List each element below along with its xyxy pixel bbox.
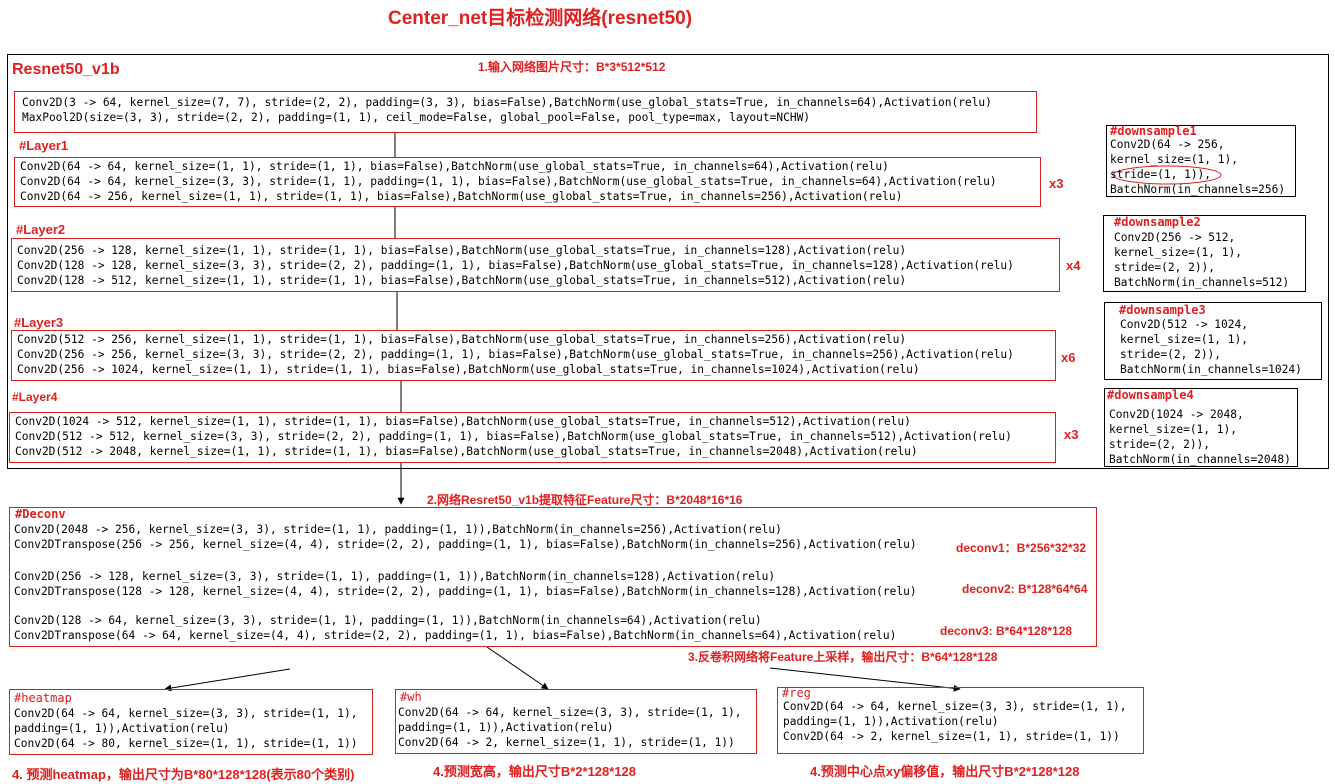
deconv3-line-2: Conv2DTranspose(64 -> 64, kernel_size=(4… xyxy=(14,629,897,642)
downsample2-line-4: BatchNorm(in_channels=512) xyxy=(1114,276,1290,289)
deconv3-note: deconv3: B*64*128*128 xyxy=(940,624,1073,638)
layer3-line-1: Conv2D(512 -> 256, kernel_size=(1, 1), s… xyxy=(17,333,907,346)
layer4-line-3: Conv2D(512 -> 2048, kernel_size=(1, 1), … xyxy=(15,445,918,458)
downsample4-line-1: Conv2D(1024 -> 2048, xyxy=(1109,408,1244,421)
wh-block xyxy=(395,689,757,754)
reg-label: #reg xyxy=(782,686,811,700)
deconv1-note: deconv1：B*256*32*32 xyxy=(956,541,1087,555)
downsample2-line-2: kernel_size=(1, 1), xyxy=(1114,246,1242,259)
deconv-block xyxy=(9,507,1097,647)
deconv2-line-1: Conv2D(256 -> 128, kernel_size=(3, 3), s… xyxy=(14,570,776,583)
layer1-label: #Layer1 xyxy=(19,138,69,153)
layer3-block xyxy=(11,330,1056,381)
wh-label: #wh xyxy=(400,690,422,704)
heatmap-line-3: Conv2D(64 -> 80, kernel_size=(1, 1), str… xyxy=(14,737,358,750)
reg-note: 4.预测中心点xy偏移值，输出尺寸B*2*128*128 xyxy=(810,764,1080,779)
heatmap-line-2: padding=(1, 1)),Activation(relu) xyxy=(14,722,230,735)
layer4-line-1: Conv2D(1024 -> 512, kernel_size=(1, 1), … xyxy=(15,415,911,428)
reg-line-1: Conv2D(64 -> 64, kernel_size=(3, 3), str… xyxy=(783,700,1127,713)
deconv3-line-1: Conv2D(128 -> 64, kernel_size=(3, 3), st… xyxy=(14,614,762,627)
heatmap-block xyxy=(9,689,373,755)
stem-line-2: MaxPool2D(size=(3, 3), stride=(2, 2), pa… xyxy=(22,111,811,124)
downsample2-block xyxy=(1103,215,1306,292)
downsample4-line-3: stride=(2, 2)), xyxy=(1109,438,1211,451)
downsample3-label: #downsample3 xyxy=(1119,303,1206,317)
heatmap-label: #heatmap xyxy=(14,691,72,705)
layer2-line-2: Conv2D(128 -> 128, kernel_size=(3, 3), s… xyxy=(17,259,1014,272)
arrow-to-wh xyxy=(486,646,549,690)
feature-note: 2.网络Resret50_v1b提取特征Feature尺寸：B*2048*16*… xyxy=(427,493,743,507)
downsample1-block xyxy=(1106,125,1296,197)
downsample2-label: #downsample2 xyxy=(1114,215,1201,229)
backbone-name: Resnet50_v1b xyxy=(12,61,120,78)
layer4-line-2: Conv2D(512 -> 512, kernel_size=(3, 3), s… xyxy=(15,430,1012,443)
layer3-line-3: Conv2D(256 -> 1024, kernel_size=(1, 1), … xyxy=(17,363,920,376)
downsample1-line-2: kernel_size=(1, 1), xyxy=(1110,153,1238,166)
wh-line-3: Conv2D(64 -> 2, kernel_size=(1, 1), stri… xyxy=(398,736,735,749)
deconv-label: #Deconv xyxy=(15,507,66,521)
deconv2-note: deconv2: B*128*64*64 xyxy=(962,582,1088,596)
layer1-block xyxy=(14,157,1041,207)
downsample2-line-3: stride=(2, 2)), xyxy=(1114,261,1216,274)
highlight-ellipse xyxy=(1112,165,1222,185)
layer1-repeat: x3 xyxy=(1049,176,1064,191)
layer2-line-3: Conv2D(128 -> 512, kernel_size=(1, 1), s… xyxy=(17,274,907,287)
layer3-line-2: Conv2D(256 -> 256, kernel_size=(3, 3), s… xyxy=(17,348,1014,361)
downsample3-line-1: Conv2D(512 -> 1024, xyxy=(1120,318,1248,331)
wh-line-1: Conv2D(64 -> 64, kernel_size=(3, 3), str… xyxy=(398,706,742,719)
downsample3-line-4: BatchNorm(in_channels=1024) xyxy=(1120,363,1302,376)
arrow-to-reg xyxy=(769,667,961,692)
layer2-label: #Layer2 xyxy=(16,222,66,237)
layer2-repeat: x4 xyxy=(1066,258,1081,273)
heatmap-note: 4. 预测heatmap，输出尺寸为B*80*128*128(表示80个类别) xyxy=(12,767,355,782)
upsample-note: 3.反卷积网络将Feature上采样，输出尺寸：B*64*128*128 xyxy=(688,650,998,664)
input-note: 1.输入网络图片尺寸：B*3*512*512 xyxy=(478,60,666,74)
downsample1-line-3: stride=(1, 1)), xyxy=(1110,168,1212,181)
page-title: Center_net目标检测网络(resnet50) xyxy=(388,8,693,29)
backbone-frame xyxy=(7,54,1329,469)
layer3-repeat: x6 xyxy=(1061,350,1076,365)
downsample3-line-3: stride=(2, 2)), xyxy=(1120,348,1222,361)
downsample3-line-2: kernel_size=(1, 1), xyxy=(1120,333,1248,346)
downsample3-block xyxy=(1104,302,1322,380)
layer1-line-1: Conv2D(64 -> 64, kernel_size=(1, 1), str… xyxy=(20,160,889,173)
layer4-block xyxy=(9,412,1056,463)
layer4-repeat: x3 xyxy=(1064,427,1079,442)
reg-line-2: padding=(1, 1)),Activation(relu) xyxy=(783,715,999,728)
downsample4-line-4: BatchNorm(in_channels=2048) xyxy=(1109,453,1291,466)
downsample1-line-1: Conv2D(64 -> 256, xyxy=(1110,138,1225,151)
downsample4-line-2: kernel_size=(1, 1), xyxy=(1109,423,1237,436)
reg-block xyxy=(777,687,1144,754)
stem-line-1: Conv2D(3 -> 64, kernel_size=(7, 7), stri… xyxy=(22,96,992,109)
downsample4-label: #downsample4 xyxy=(1107,388,1194,402)
wh-line-2: padding=(1, 1)),Activation(relu) xyxy=(398,721,614,734)
layer2-line-1: Conv2D(256 -> 128, kernel_size=(1, 1), s… xyxy=(17,244,907,257)
downsample1-line-4: BatchNorm(in_channels=256) xyxy=(1110,183,1286,196)
layer2-block xyxy=(11,238,1060,292)
stem-block xyxy=(14,91,1037,133)
downsample1-label: #downsample1 xyxy=(1110,124,1197,138)
arrow-to-heatmap xyxy=(164,668,291,692)
downsample4-block xyxy=(1104,388,1298,467)
layer3-label: #Layer3 xyxy=(14,315,64,330)
deconv1-line-2: Conv2DTranspose(256 -> 256, kernel_size=… xyxy=(14,538,917,551)
wh-note: 4.预测宽高，输出尺寸B*2*128*128 xyxy=(433,764,637,779)
deconv2-line-2: Conv2DTranspose(128 -> 128, kernel_size=… xyxy=(14,585,917,598)
downsample2-line-1: Conv2D(256 -> 512, xyxy=(1114,231,1236,244)
reg-line-3: Conv2D(64 -> 2, kernel_size=(1, 1), stri… xyxy=(783,730,1120,743)
layer1-line-3: Conv2D(64 -> 256, kernel_size=(1, 1), st… xyxy=(20,190,903,203)
layer4-label: #Layer4 xyxy=(12,390,58,404)
heatmap-line-1: Conv2D(64 -> 64, kernel_size=(3, 3), str… xyxy=(14,707,358,720)
layer1-line-2: Conv2D(64 -> 64, kernel_size=(3, 3), str… xyxy=(20,175,997,188)
deconv1-line-1: Conv2D(2048 -> 256, kernel_size=(3, 3), … xyxy=(14,523,782,536)
